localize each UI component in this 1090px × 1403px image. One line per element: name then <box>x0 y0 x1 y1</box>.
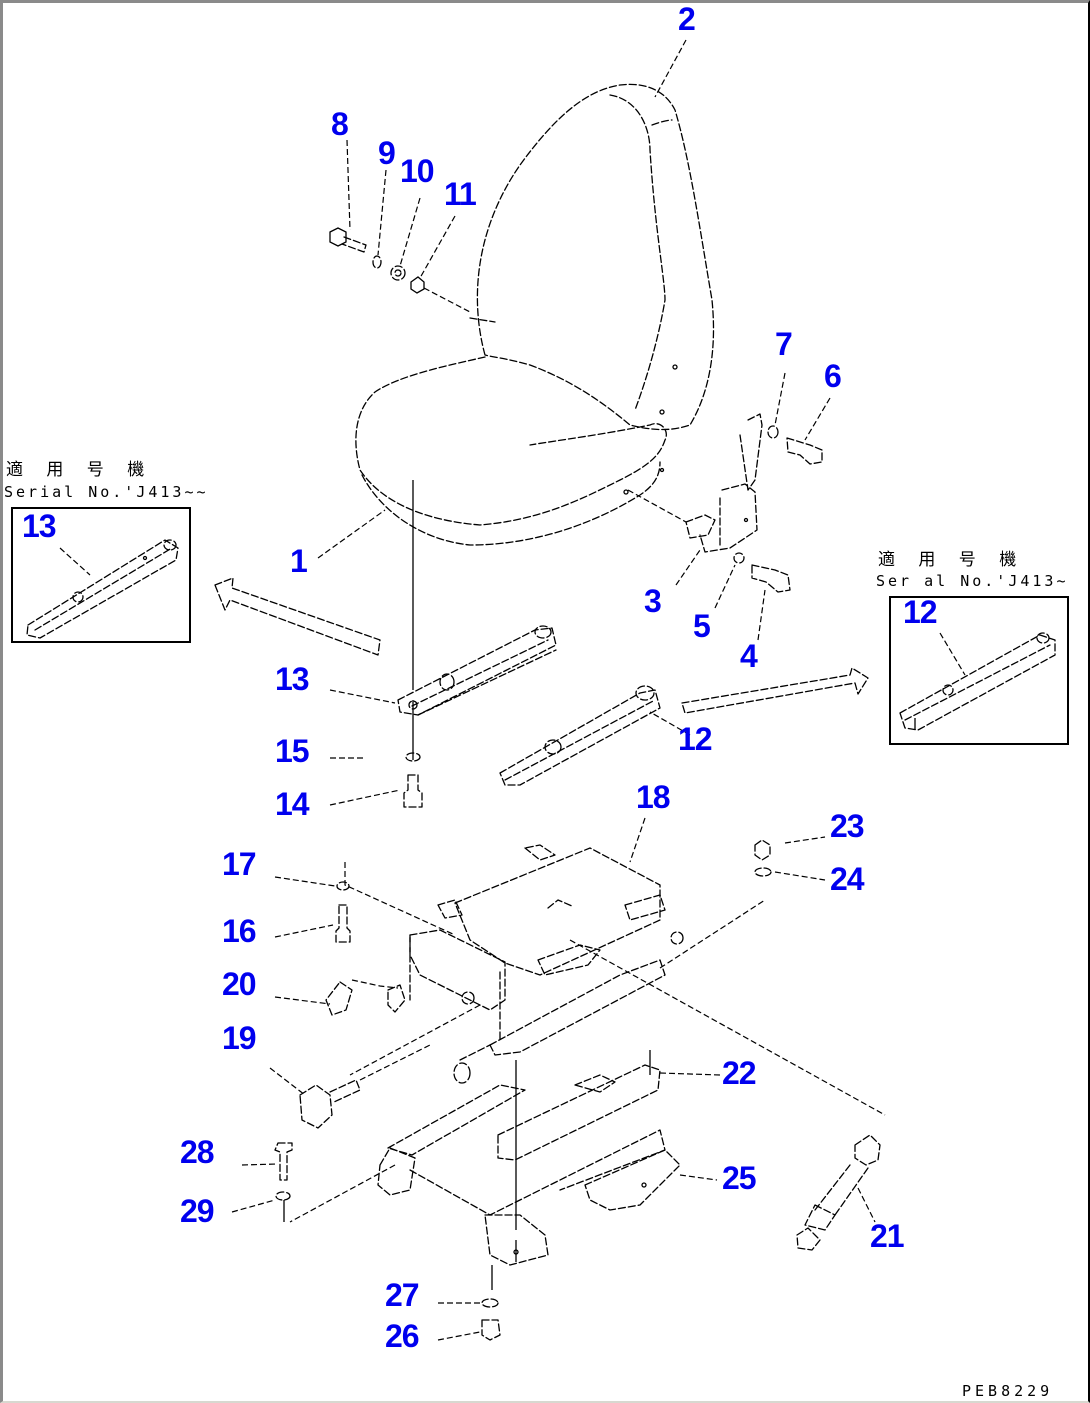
suspension-base <box>387 844 684 1084</box>
washer-5 <box>733 552 745 564</box>
callout-27: 27 <box>385 1277 420 1313</box>
callout-17: 17 <box>222 846 257 882</box>
inset-left-slide-rail <box>26 539 179 639</box>
bolt-14 <box>403 774 423 808</box>
callout-15: 15 <box>275 733 310 769</box>
washer-7 <box>767 425 779 439</box>
inset-right-slide-rail <box>899 632 1056 731</box>
callout-14: 14 <box>275 786 310 822</box>
right-inset-box <box>889 596 1069 745</box>
bolt-8 <box>329 227 367 253</box>
arrow-to-right-inset <box>681 667 869 714</box>
callout-3: 3 <box>644 583 662 619</box>
arrow-to-left-inset <box>214 577 381 656</box>
callout-1: 1 <box>290 543 308 579</box>
callout-24: 24 <box>830 861 865 897</box>
washer-9 <box>372 255 382 269</box>
seat-cushion <box>355 356 667 546</box>
callout-23: 23 <box>830 808 865 844</box>
left-inset-box <box>11 507 191 643</box>
callout-13: 13 <box>275 661 310 697</box>
callout-2: 2 <box>678 1 696 37</box>
nut-26 <box>481 1319 501 1341</box>
bolt-6 <box>786 437 823 465</box>
lower-frame <box>377 1050 681 1266</box>
nut-23 <box>754 839 771 861</box>
callout-26: 26 <box>385 1318 420 1354</box>
right-inset-applicability-label: 適 用 号 機 <box>878 550 1026 570</box>
slide-rail-12 <box>499 685 661 786</box>
callout-25: 25 <box>722 1160 757 1196</box>
callout-8: 8 <box>331 106 349 142</box>
left-inset-serial-text: Serial No.'J413~~ <box>4 483 209 501</box>
callout-20: 20 <box>222 966 257 1002</box>
washer-24 <box>754 867 772 877</box>
callout-22: 22 <box>722 1055 757 1091</box>
drawing-id: PEB8229 <box>962 1382 1054 1400</box>
washer-27 <box>481 1298 499 1308</box>
bolt-28 <box>274 1142 293 1181</box>
washer-17 <box>336 881 350 891</box>
left-inset-applicability-label: 適 用 号 機 <box>6 460 154 480</box>
bolt-16 <box>335 904 351 943</box>
callout-11: 11 <box>444 176 477 212</box>
washer-15 <box>405 752 421 762</box>
callout-18: 18 <box>636 779 671 815</box>
callout-7: 7 <box>775 326 793 362</box>
callout-29: 29 <box>180 1193 215 1229</box>
nut-11 <box>410 276 425 294</box>
callout-5: 5 <box>693 608 711 644</box>
callout-9: 9 <box>378 135 396 171</box>
callout-16: 16 <box>222 913 257 949</box>
bolt-4 <box>751 564 791 593</box>
left-inset-callout-13: 13 <box>22 508 57 544</box>
callout-12: 12 <box>678 721 713 757</box>
knob-19 <box>299 1079 361 1129</box>
washer-29 <box>275 1191 291 1201</box>
callout-4: 4 <box>740 638 758 674</box>
washer-10 <box>390 265 406 281</box>
leader-lines <box>231 39 876 1341</box>
right-inset-callout-12: 12 <box>903 594 938 630</box>
seat-back <box>469 83 715 431</box>
callout-10: 10 <box>400 153 435 189</box>
callout-21: 21 <box>870 1218 905 1254</box>
callout-28: 28 <box>180 1134 215 1170</box>
damper-21 <box>796 1134 881 1251</box>
slide-rail-13 <box>397 625 557 716</box>
callout-19: 19 <box>222 1020 257 1056</box>
right-inset-serial-text: Ser al No.'J413~ <box>876 572 1069 590</box>
lever-20 <box>325 981 353 1016</box>
side-bracket <box>685 413 763 553</box>
callout-6: 6 <box>824 358 842 394</box>
